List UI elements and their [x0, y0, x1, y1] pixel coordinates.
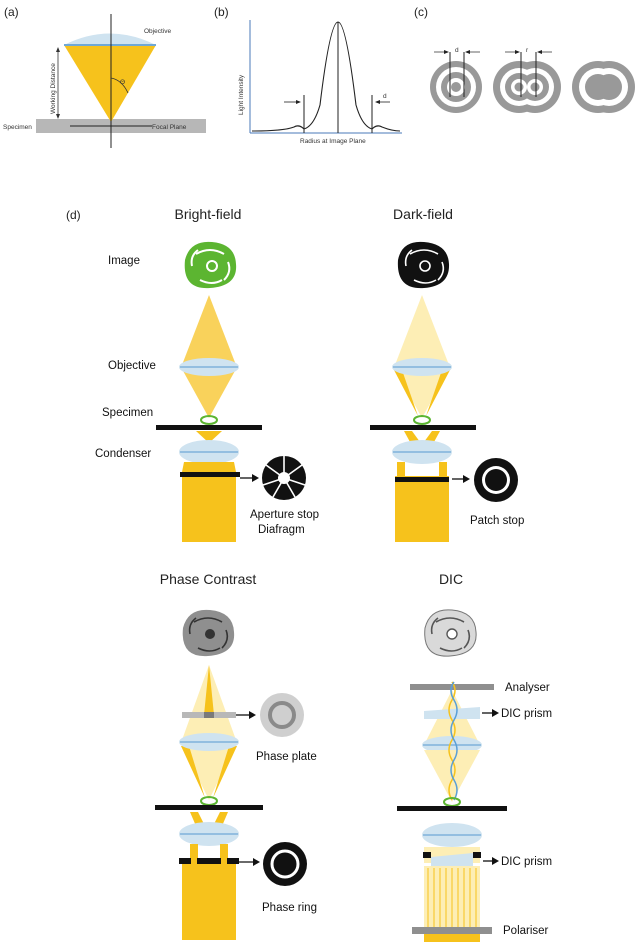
dark-field: Dark-field Patch stop	[370, 206, 524, 542]
bottom-dic-prism	[431, 853, 473, 866]
panel-a: (a) Θ Working Distance Focal Plane Speci…	[3, 5, 206, 148]
light-source	[182, 474, 236, 542]
objective-to-specimen-cone	[182, 369, 236, 418]
objective-lens	[64, 33, 156, 45]
patch-stop-bar	[395, 477, 449, 482]
wave-blue	[450, 681, 458, 801]
panel-c-tag: (c)	[414, 5, 428, 19]
resolved-airy-pair: d	[430, 47, 482, 113]
diafragm-label: Diafragm	[258, 524, 305, 536]
polariser-bar	[412, 927, 492, 934]
phase-ring-bar	[179, 858, 239, 864]
theta-label: Θ	[120, 79, 125, 86]
panel-b-tag: (b)	[214, 5, 229, 19]
objective-cone	[64, 45, 156, 122]
d-label-c: d	[455, 47, 459, 54]
phase-ring-label: Phase ring	[262, 902, 317, 914]
focal-plane-label: Focal Plane	[152, 124, 187, 131]
phase-contrast: Phase Contrast Phase plat	[155, 571, 317, 940]
image-label: Image	[108, 255, 140, 267]
phase-plate-label: Phase plate	[256, 751, 317, 763]
top-dic-prism	[424, 707, 480, 719]
x-axis-label: Radius at Image Plane	[300, 138, 366, 145]
objective-label: Objective	[108, 360, 156, 372]
dic-title: DIC	[439, 571, 463, 587]
aperture-stop-bar	[180, 472, 240, 477]
r-label-c: r	[526, 47, 529, 54]
condenser-label: Condenser	[95, 448, 151, 460]
rayleigh-airy-pair: r	[493, 47, 561, 113]
dic-prism-top-label: DIC prism	[501, 708, 552, 720]
panel-a-tag: (a)	[4, 5, 19, 19]
phase-plate-icon	[260, 693, 304, 737]
working-distance-label: Working Distance	[50, 63, 57, 114]
panel-c: (c) d	[414, 5, 635, 113]
d-label-b: d	[383, 93, 387, 100]
image-cone	[182, 295, 236, 365]
bright-field: Bright-field Image Objective Specimen Co…	[95, 206, 319, 542]
unresolved-airy-pair	[572, 61, 635, 113]
dic-prism-bottom-label: DIC prism	[501, 856, 552, 868]
specimen-label: Specimen	[102, 407, 153, 419]
specimen-green	[200, 415, 218, 425]
iris-diaphragm-icon	[262, 456, 306, 500]
theta-arc	[110, 77, 129, 94]
panel-d-tag: (d)	[66, 208, 81, 222]
specimen-label-a: Specimen	[3, 124, 32, 131]
phase-contrast-title: Phase Contrast	[160, 571, 257, 587]
objective-label-a: Objective	[144, 28, 171, 35]
dark-field-title: Dark-field	[393, 206, 453, 222]
y-axis-label: Light Intensity	[238, 74, 245, 115]
airy-curve	[251, 21, 401, 132]
specimen-stage	[156, 425, 262, 430]
polarised-rays	[427, 868, 477, 928]
polariser-label: Polariser	[503, 925, 549, 937]
patch-stop-label: Patch stop	[470, 515, 524, 527]
panel-b: (b) d Light Intensity Radius at Image Pl…	[214, 5, 402, 145]
aperture-stop-label: Aperture stop	[250, 509, 319, 521]
patch-stop-icon	[474, 458, 518, 502]
dic: DIC Analyser	[397, 571, 552, 942]
analyser-label: Analyser	[505, 682, 550, 694]
bright-field-title: Bright-field	[175, 206, 242, 222]
wave-yellow	[448, 681, 456, 801]
phase-ring-icon	[263, 842, 307, 886]
